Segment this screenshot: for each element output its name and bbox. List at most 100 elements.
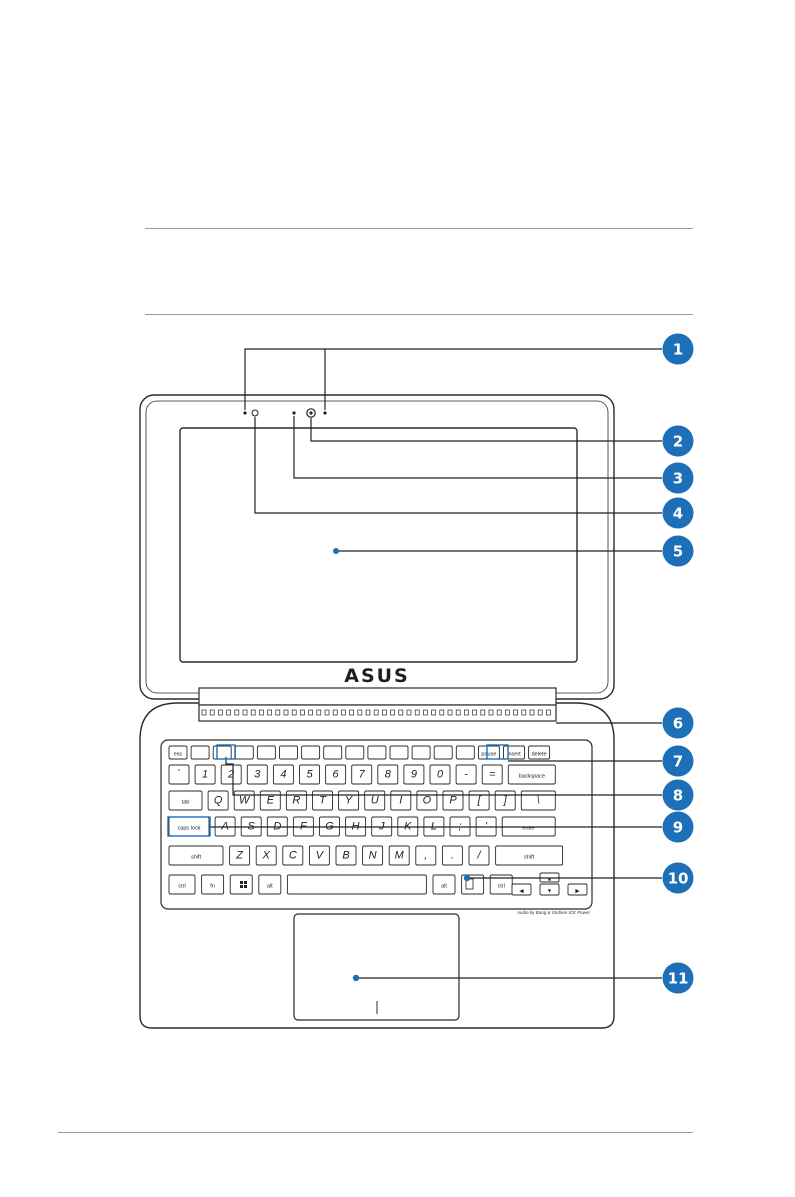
- key-blank-f13[interactable]: [456, 746, 474, 759]
- key-x-s2[interactable]: X: [256, 846, 276, 865]
- key-symbol-s8[interactable]: ,: [416, 846, 436, 865]
- key-blank-f8[interactable]: [346, 746, 364, 759]
- key-shift-s0[interactable]: shift: [169, 846, 223, 865]
- audio-label: Audio by Bang & Olufsen ICE Power: [516, 910, 591, 915]
- svg-text:9: 9: [411, 769, 417, 781]
- key-3-n3[interactable]: 3: [247, 765, 267, 784]
- svg-text:fn: fn: [210, 884, 215, 890]
- key-symbol-left[interactable]: ◀: [512, 884, 531, 895]
- svg-text:▼: ▼: [547, 889, 552, 895]
- svg-text:0: 0: [437, 769, 444, 781]
- key-backspace-n13[interactable]: backspace: [508, 765, 555, 784]
- key-b-s5[interactable]: B: [336, 846, 356, 865]
- key-q-q1[interactable]: Q: [208, 791, 228, 810]
- key-alt-b3[interactable]: alt: [259, 875, 281, 894]
- key-v-s4[interactable]: V: [309, 846, 329, 865]
- key-1-n1[interactable]: 1: [195, 765, 215, 784]
- key-symbol-s9[interactable]: .: [442, 846, 462, 865]
- right-microphone: [323, 411, 326, 414]
- key-blank-f11[interactable]: [412, 746, 430, 759]
- svg-text:5: 5: [306, 769, 313, 781]
- key-i-q8[interactable]: I: [391, 791, 411, 810]
- key-4-n4[interactable]: 4: [273, 765, 293, 784]
- camera-lens: [309, 411, 312, 414]
- svg-text:Y: Y: [345, 795, 353, 807]
- key-symbol-q11[interactable]: [: [469, 791, 489, 810]
- key-z-s1[interactable]: Z: [230, 846, 250, 865]
- key-caps-lock-h0[interactable]: caps lock: [169, 817, 209, 836]
- svg-text:B: B: [342, 850, 349, 862]
- svg-text:=: =: [489, 769, 496, 781]
- svg-text:alt: alt: [441, 884, 447, 890]
- key-2-n2[interactable]: 2: [221, 765, 241, 784]
- key-insert-f15[interactable]: insert: [504, 746, 525, 759]
- svg-text:insert: insert: [507, 752, 521, 758]
- key-shift-s11[interactable]: shift: [496, 846, 563, 865]
- key-symbol-right[interactable]: ▶: [568, 884, 587, 895]
- ambient-light-sensor: [252, 410, 258, 416]
- key-m-s7[interactable]: M: [389, 846, 409, 865]
- key-delete-f16[interactable]: delete: [529, 746, 550, 759]
- hinge-top: [199, 688, 556, 705]
- key-0-n10[interactable]: 0: [430, 765, 450, 784]
- key-fn-b1[interactable]: fn: [202, 875, 224, 894]
- key-blank-f9[interactable]: [368, 746, 386, 759]
- key-symbol-n0[interactable]: `: [169, 765, 189, 784]
- key-w-q2[interactable]: W: [234, 791, 254, 810]
- key-blank-f3[interactable]: [235, 746, 253, 759]
- touch-screen: [180, 428, 577, 662]
- key-symbol-q13[interactable]: \: [521, 791, 555, 810]
- key-blank-f12[interactable]: [434, 746, 452, 759]
- key-blank-b2[interactable]: [230, 875, 252, 894]
- key-p-q10[interactable]: P: [443, 791, 463, 810]
- callout-2: 2: [663, 426, 694, 457]
- key-blank-f5[interactable]: [280, 746, 298, 759]
- brand-logo: ASUS: [344, 665, 410, 687]
- key-t-q5[interactable]: T: [313, 791, 333, 810]
- key-blank-f2[interactable]: [213, 746, 231, 759]
- key-y-q6[interactable]: Y: [339, 791, 359, 810]
- callout-5: 5: [663, 536, 694, 567]
- callout-4: 4: [663, 498, 694, 529]
- key-alt-b5[interactable]: alt: [433, 875, 455, 894]
- key-blank-f7[interactable]: [324, 746, 342, 759]
- svg-text:M: M: [395, 850, 405, 862]
- callout-6: 6: [663, 708, 694, 739]
- key-ctrl-b0[interactable]: ctrl: [169, 875, 195, 894]
- svg-text:7: 7: [673, 753, 683, 771]
- key-n-s6[interactable]: N: [363, 846, 383, 865]
- key-tab-q0[interactable]: tab: [169, 791, 202, 810]
- key-symbol-q12[interactable]: ]: [495, 791, 515, 810]
- key-blank-f4[interactable]: [257, 746, 275, 759]
- svg-text:delete: delete: [532, 752, 547, 758]
- key-9-n9[interactable]: 9: [404, 765, 424, 784]
- svg-text:3: 3: [254, 769, 261, 781]
- key-8-n8[interactable]: 8: [378, 765, 398, 784]
- key-e-q3[interactable]: E: [260, 791, 280, 810]
- key-esc-f0[interactable]: esc: [169, 746, 187, 759]
- key-6-n6[interactable]: 6: [326, 765, 346, 784]
- key-u-q7[interactable]: U: [365, 791, 385, 810]
- key-symbol-s10[interactable]: /: [469, 846, 489, 865]
- key-blank-b4[interactable]: [287, 875, 426, 894]
- leader-10-dot: [464, 875, 470, 881]
- key-symbol-n11[interactable]: -: [456, 765, 476, 784]
- key-o-q9[interactable]: O: [417, 791, 437, 810]
- key-symbol-down[interactable]: ▼: [540, 884, 559, 895]
- callout-9: 9: [663, 812, 694, 843]
- key-symbol-n12[interactable]: =: [482, 765, 502, 784]
- key-7-n7[interactable]: 7: [352, 765, 372, 784]
- callout-8: 8: [663, 780, 694, 811]
- key-blank-f1[interactable]: [191, 746, 209, 759]
- key-pause-f14[interactable]: pause: [478, 746, 499, 759]
- key-c-s3[interactable]: C: [283, 846, 303, 865]
- key-r-q4[interactable]: R: [286, 791, 306, 810]
- callout-1: 1: [663, 334, 694, 365]
- key-blank-f6[interactable]: [302, 746, 320, 759]
- key-5-n5[interactable]: 5: [300, 765, 320, 784]
- key-blank-f10[interactable]: [390, 746, 408, 759]
- svg-text:7: 7: [359, 769, 366, 781]
- svg-text:I: I: [399, 795, 402, 807]
